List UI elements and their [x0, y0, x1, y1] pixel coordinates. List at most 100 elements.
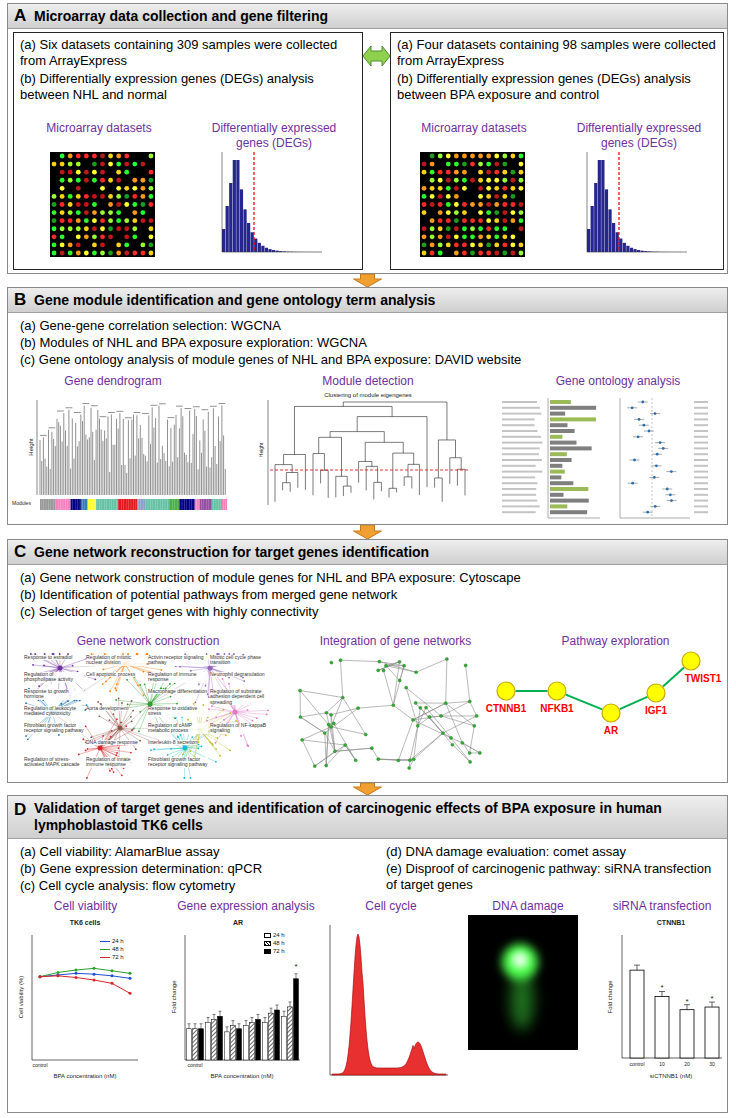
microarray-image	[116, 251, 121, 256]
dataset-box: (a) Four datasets containing 98 samples …	[390, 32, 724, 270]
microarray-image	[438, 178, 443, 183]
ontology-chart	[502, 471, 542, 473]
gene-network	[114, 687, 116, 689]
microarray-image	[510, 186, 515, 191]
image-caption: Cell cycle	[326, 899, 456, 914]
microarray-image	[116, 226, 121, 231]
microarray-image	[140, 202, 145, 207]
legend-text: 24 h	[273, 932, 285, 939]
ontology-chart	[694, 494, 708, 496]
gene-dendrogram	[77, 446, 78, 495]
merged-network	[475, 714, 478, 717]
gene-dendrogram	[126, 473, 127, 495]
expression-chart	[263, 1023, 268, 1061]
microarray-image	[116, 162, 121, 167]
gene-dendrogram	[211, 457, 212, 495]
module-tree	[283, 483, 291, 492]
histogram	[236, 160, 239, 252]
gene-network	[109, 690, 111, 692]
ontology-chart	[550, 458, 572, 462]
microarray-image	[519, 251, 524, 256]
panel-title: Gene module identification and gene onto…	[34, 292, 674, 309]
gene-dendrogram	[200, 499, 202, 510]
gene-dendrogram	[72, 418, 73, 495]
histogram	[633, 249, 636, 252]
expression-chart	[251, 1017, 254, 1018]
expression-chart	[277, 1005, 278, 1010]
gene-dendrogram	[202, 499, 204, 510]
gene-dendrogram	[191, 499, 193, 510]
step-text: (d) DNA damage evaluation: comet assay	[386, 844, 721, 860]
microarray-image	[486, 154, 491, 159]
microarray-image	[108, 251, 113, 256]
histogram	[226, 206, 229, 252]
gene-dendrogram	[218, 416, 219, 495]
gene-node: TWIST1	[663, 651, 719, 687]
microarray-image	[494, 202, 499, 207]
gene-network	[130, 716, 132, 718]
ontology-chart	[694, 418, 708, 420]
gene-dendrogram	[186, 455, 187, 495]
gene-dendrogram	[89, 437, 90, 495]
expression-chart	[257, 1014, 260, 1015]
viability-chart	[57, 971, 60, 974]
microarray-image	[100, 162, 105, 167]
merged-network	[446, 659, 447, 703]
microarray-image	[454, 210, 459, 215]
microarray-image	[486, 210, 491, 215]
gene-dendrogram	[195, 499, 197, 510]
microarray-image	[76, 210, 81, 215]
merged-network	[411, 718, 414, 721]
merged-network	[325, 764, 328, 767]
gene-dendrogram	[225, 499, 227, 510]
microarray-image	[486, 178, 491, 183]
ontology-chart	[502, 453, 539, 455]
network-term: Regulation of leukocyte mediated cytotox…	[24, 706, 84, 717]
gene-network	[130, 752, 132, 754]
microarray-image	[60, 242, 65, 247]
gene-dendrogram	[64, 499, 66, 510]
panel-title: Microarray data collection and gene filt…	[34, 8, 674, 25]
gene-dendrogram	[134, 499, 136, 510]
merged-network	[470, 701, 477, 715]
microarray-image	[494, 178, 499, 183]
microarray-image	[92, 170, 97, 175]
ontology-chart	[694, 430, 708, 432]
expression-chart	[296, 974, 297, 979]
microarray-image	[470, 226, 475, 231]
histogram	[598, 160, 601, 252]
gene-network	[235, 710, 268, 712]
module-tree	[321, 470, 329, 498]
gene-dendrogram	[182, 416, 183, 495]
ontology-chart	[694, 482, 708, 484]
microarray-image	[502, 154, 507, 159]
microarray-image	[454, 242, 459, 247]
gene-dendrogram	[178, 499, 180, 510]
gene-dendrogram	[183, 499, 185, 510]
gene-circle	[548, 682, 566, 700]
histogram	[254, 239, 257, 252]
chart-title: Clustering of module eigengenes	[303, 392, 433, 399]
step-text: (c) Gene ontology analysis of module gen…	[20, 352, 720, 368]
gene-network	[100, 748, 131, 753]
microarray-image	[454, 234, 459, 239]
gene-dendrogram	[142, 438, 143, 495]
gene-dendrogram	[168, 499, 170, 510]
expression-chart	[284, 1011, 285, 1016]
cell-cycle-histogram	[330, 925, 448, 1075]
merged-network	[335, 748, 372, 751]
gene-dendrogram	[131, 420, 132, 495]
gene-dendrogram	[63, 413, 64, 495]
microarray-image	[52, 234, 57, 239]
microarray-image	[52, 242, 57, 247]
gene-dendrogram	[106, 499, 108, 510]
microarray-image	[446, 218, 451, 223]
gene-dendrogram	[101, 429, 102, 495]
ontology-chart	[669, 493, 672, 496]
microarray-image	[494, 210, 499, 215]
merged-network	[378, 759, 410, 760]
gene-dendrogram	[127, 499, 129, 510]
viability-chart	[32, 935, 138, 1060]
gene-dendrogram	[57, 419, 58, 495]
